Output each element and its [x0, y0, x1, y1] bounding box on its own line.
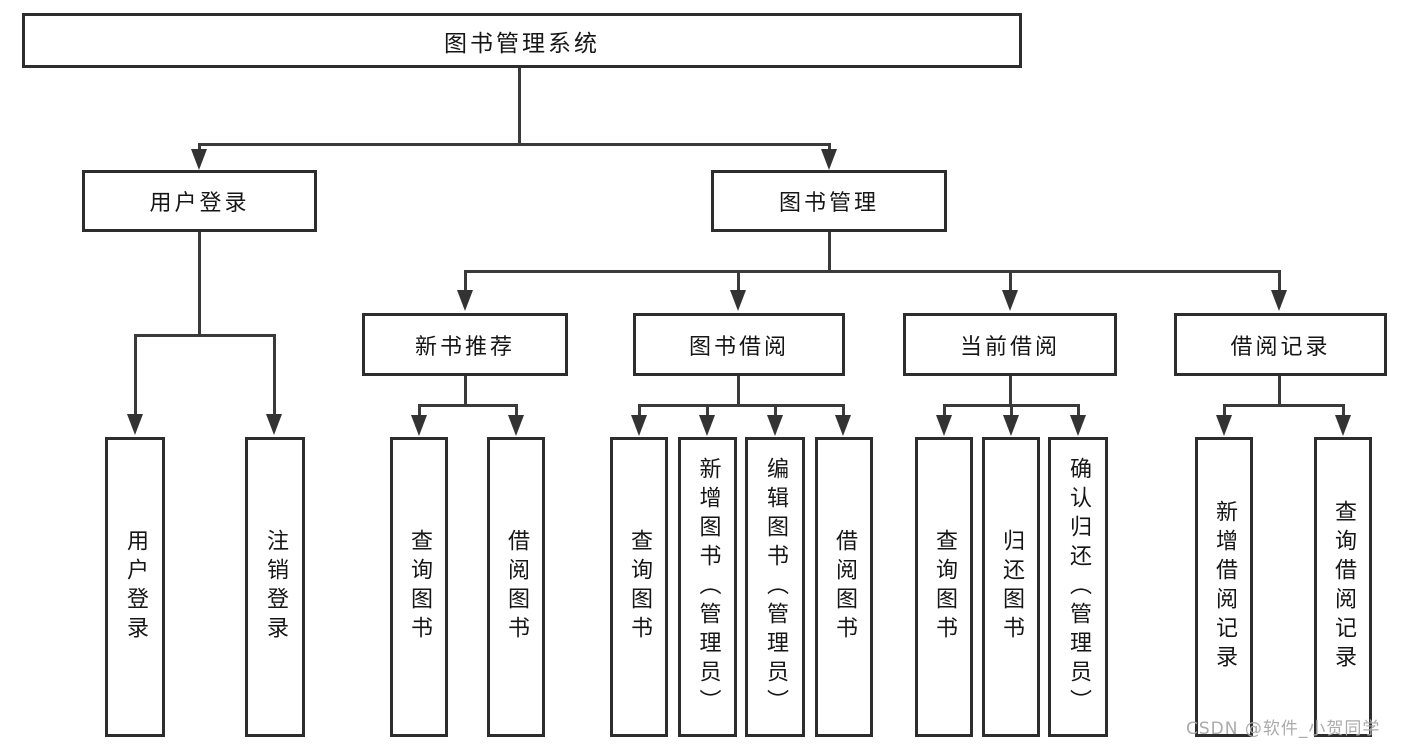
connector-line — [828, 232, 831, 273]
leaf-add-borrow-record: 新增借阅记录 — [1195, 437, 1253, 737]
node-user-login-group-label: 用户登录 — [149, 191, 250, 216]
leaf-return-books: 归还图书 — [982, 437, 1040, 737]
connector-line — [943, 404, 946, 417]
leaf-borrow-books-recommend-label: 借阅图书 — [504, 529, 529, 645]
node-book-management: 图书管理 — [711, 170, 947, 232]
leaf-query-books-current-label: 查询图书 — [932, 529, 957, 645]
connector-line — [828, 143, 831, 152]
node-current-borrowing-label: 当前借阅 — [959, 334, 1060, 360]
arrowhead-icon — [767, 415, 783, 436]
arrowhead-icon — [1070, 415, 1086, 436]
node-borrowing-records-label: 借阅记录 — [1230, 334, 1331, 360]
leaf-add-books-admin-label: 新增图书（管理员） — [695, 456, 721, 718]
connector-line — [842, 404, 845, 417]
leaf-add-books-admin: 新增图书（管理员） — [678, 437, 737, 737]
arrowhead-icon — [631, 415, 647, 436]
connector-line — [198, 143, 831, 146]
leaf-borrow-books-label: 借阅图书 — [832, 529, 857, 645]
leaf-logout-label: 注销登录 — [263, 529, 288, 645]
arrowhead-icon — [699, 415, 715, 436]
connector-line — [706, 404, 709, 417]
leaf-query-borrow-record-label: 查询借阅记录 — [1331, 500, 1356, 674]
connector-line — [1223, 404, 1226, 417]
leaf-query-books-current: 查询图书 — [915, 437, 973, 737]
connector-line — [518, 68, 521, 144]
node-new-book-recommend-label: 新书推荐 — [414, 334, 515, 360]
leaf-user-login: 用户登录 — [105, 437, 165, 737]
connector-line — [198, 232, 201, 336]
arrowhead-icon — [191, 149, 207, 170]
arrowhead-icon — [1335, 415, 1351, 436]
connector-line — [1010, 404, 1013, 417]
connector-line — [198, 143, 201, 152]
arrowhead-icon — [730, 290, 746, 311]
connector-line — [737, 270, 740, 290]
leaf-edit-books-admin-label: 编辑图书（管理员） — [763, 456, 788, 718]
leaf-borrow-books: 借阅图书 — [815, 437, 873, 737]
node-new-book-recommend: 新书推荐 — [362, 313, 568, 376]
arrowhead-icon — [1002, 290, 1018, 311]
connector-line — [134, 334, 137, 415]
leaf-query-books-recommend-label: 查询图书 — [407, 529, 432, 645]
connector-line — [464, 270, 1281, 273]
leaf-return-books-label: 归还图书 — [999, 529, 1024, 645]
leaf-borrow-books-recommend: 借阅图书 — [487, 437, 545, 737]
leaf-add-borrow-record-label: 新增借阅记录 — [1212, 500, 1237, 674]
connector-line — [1342, 404, 1345, 417]
arrowhead-icon — [1003, 415, 1019, 436]
leaf-query-books-recommend: 查询图书 — [390, 437, 448, 737]
arrowhead-icon — [266, 414, 282, 435]
leaf-user-login-label: 用户登录 — [123, 529, 148, 645]
leaf-query-books-borrowing-label: 查询图书 — [627, 529, 652, 645]
node-root-label: 图书管理系统 — [444, 30, 600, 57]
csdn-watermark: CSDN @软件_小贺同学 — [1186, 719, 1381, 739]
node-current-borrowing: 当前借阅 — [903, 313, 1117, 376]
connector-line — [638, 404, 845, 407]
connector-line — [464, 376, 467, 406]
node-book-borrowing: 图书借阅 — [633, 313, 845, 376]
arrowhead-icon — [457, 290, 473, 311]
connector-line — [1223, 404, 1344, 407]
arrowhead-icon — [821, 149, 837, 170]
leaf-confirm-return-admin: 确认归还（管理员） — [1048, 437, 1108, 737]
arrowhead-icon — [835, 415, 851, 436]
node-user-login-group: 用户登录 — [82, 170, 317, 232]
connector-line — [737, 376, 740, 406]
node-book-borrowing-label: 图书借阅 — [688, 334, 789, 360]
connector-line — [1009, 270, 1012, 290]
connector-line — [273, 334, 276, 415]
connector-line — [1278, 270, 1281, 290]
leaf-query-borrow-record: 查询借阅记录 — [1314, 437, 1372, 737]
arrowhead-icon — [936, 415, 952, 436]
connector-line — [418, 404, 421, 417]
leaf-logout: 注销登录 — [245, 437, 305, 737]
leaf-edit-books-admin: 编辑图书（管理员） — [745, 437, 805, 737]
arrowhead-icon — [508, 415, 524, 436]
arrowhead-icon — [127, 414, 143, 435]
connector-line — [464, 270, 467, 290]
arrowhead-icon — [1216, 415, 1232, 436]
leaf-query-books-borrowing: 查询图书 — [610, 437, 668, 737]
arrowhead-icon — [411, 415, 427, 436]
connector-line — [418, 404, 518, 407]
connector-line — [134, 334, 276, 337]
arrowhead-icon — [1271, 290, 1287, 311]
leaf-confirm-return-admin-label: 确认归还（管理员） — [1066, 456, 1091, 718]
node-borrowing-records: 借阅记录 — [1174, 313, 1387, 376]
connector-line — [1278, 376, 1281, 406]
node-book-management-label: 图书管理 — [778, 191, 879, 216]
connector-line — [638, 404, 641, 417]
connector-line — [515, 404, 518, 417]
node-root: 图书管理系统 — [22, 13, 1022, 68]
connector-line — [774, 404, 777, 417]
connector-line — [1009, 376, 1012, 406]
connector-line — [1077, 404, 1080, 417]
